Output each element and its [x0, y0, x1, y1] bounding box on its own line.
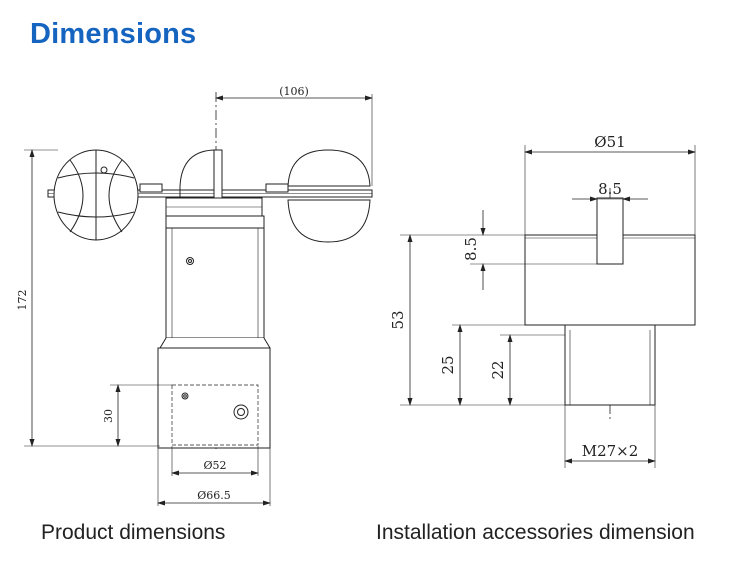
dim-slot-depth: 8.5: [462, 237, 480, 261]
accessory-dimension-lines: [400, 145, 696, 468]
dim-total-height: 53: [389, 310, 407, 329]
accessory-drawing: [524, 188, 696, 420]
dim-base-width: Ø66.5: [197, 489, 231, 502]
dim-width-total: (106): [279, 85, 309, 98]
page-title: Dimensions: [30, 18, 197, 50]
dim-diameter: Ø51: [594, 133, 625, 151]
dim-thread: M27×2: [582, 442, 639, 460]
left-cup: [53, 149, 139, 241]
caption-accessory: Installation accessories dimension: [376, 521, 695, 544]
dim-thread-length: 22: [489, 360, 507, 379]
dim-slot-width: 8.5: [598, 180, 622, 198]
product-dimension-lines: [24, 94, 373, 506]
dim-hole-spacing: Ø52: [203, 459, 226, 472]
anemometer-drawing: [47, 92, 373, 450]
dim-height: 172: [16, 290, 29, 311]
right-cup: [287, 149, 371, 243]
dim-mount-height: 30: [102, 409, 115, 423]
caption-product: Product dimensions: [41, 521, 226, 544]
dim-lower-height: 25: [439, 355, 457, 374]
